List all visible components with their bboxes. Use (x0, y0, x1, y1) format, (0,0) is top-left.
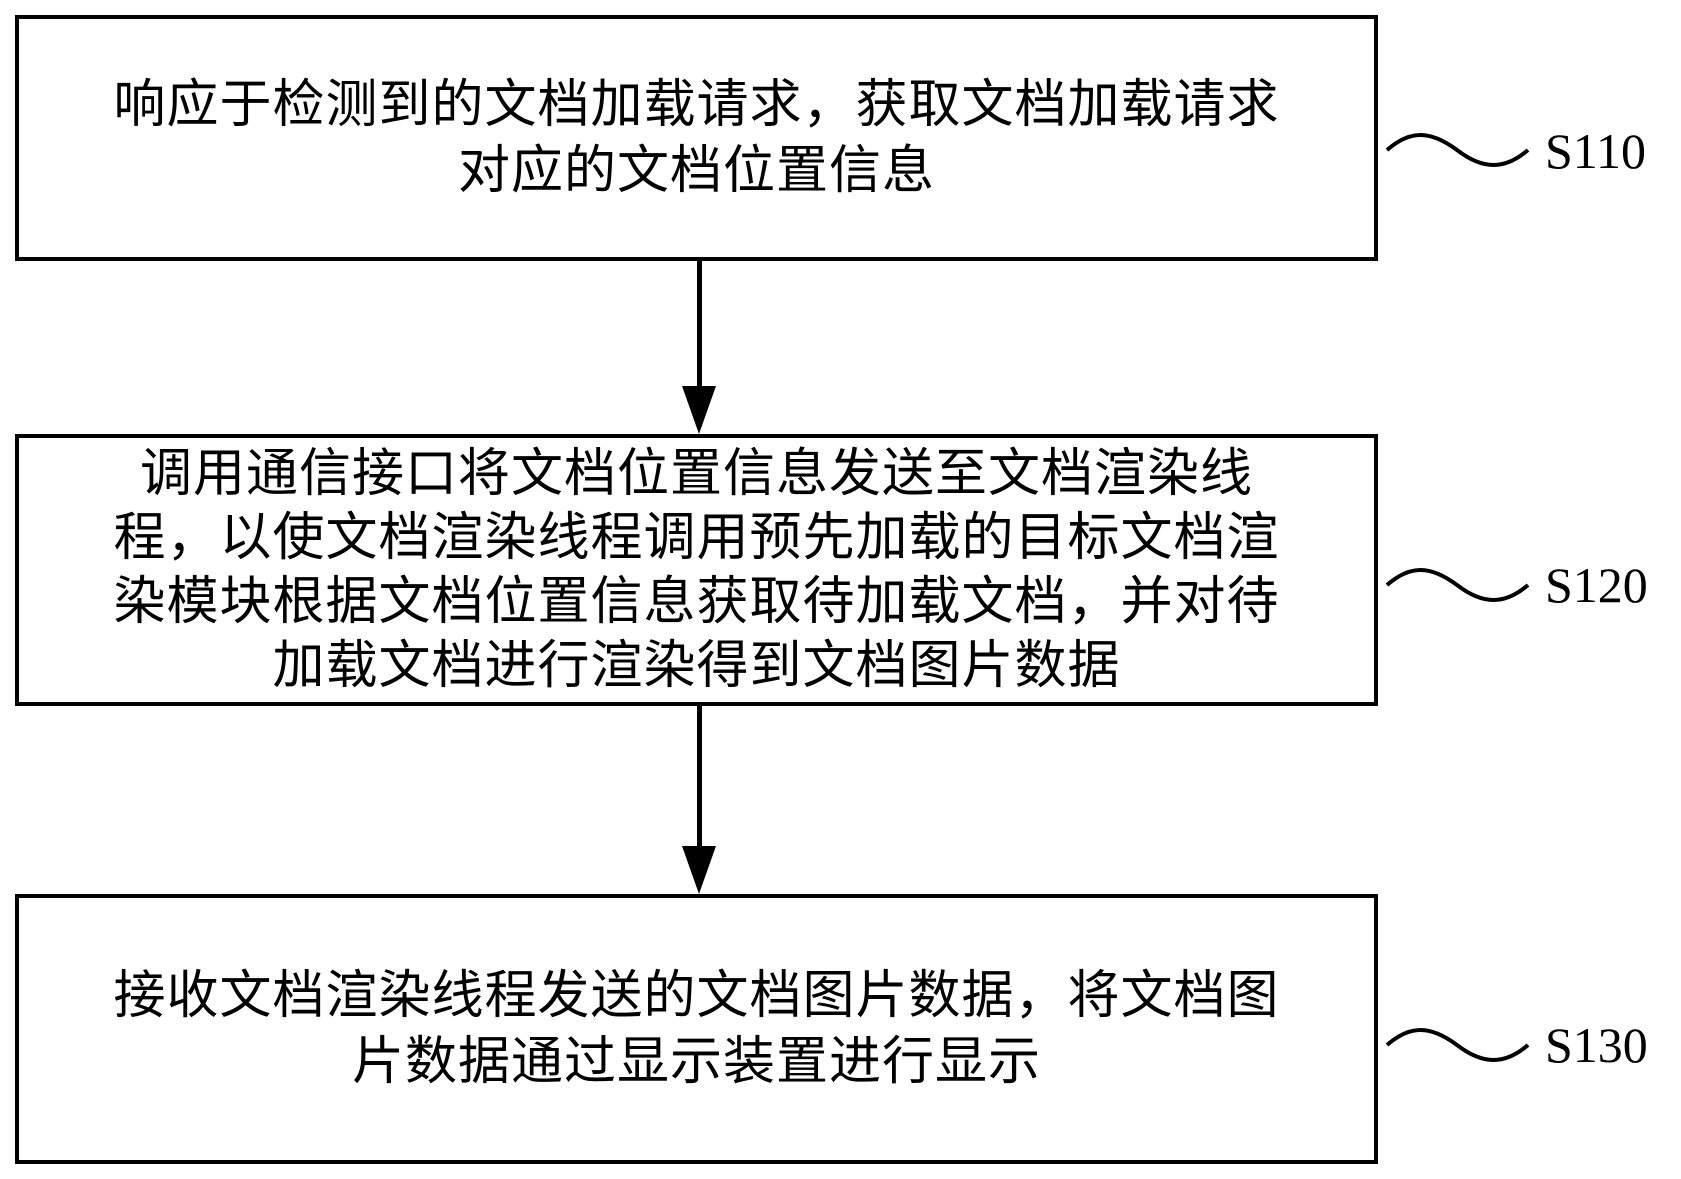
step-text-line: 对应的文档位置信息 (457, 141, 935, 201)
arrow-head-icon (682, 386, 716, 434)
step-text-line: 响应于检测到的文档加载请求，获取文档加载请求 (113, 75, 1280, 135)
flow-arrow-line (697, 706, 702, 849)
step-text-line: 程，以使文档渲染线程调用预先加载的目标文档渲 (113, 508, 1280, 568)
step-text-s120: 调用通信接口将文档位置信息发送至文档渲染线 程，以使文档渲染线程调用预先加载的目… (81, 442, 1311, 698)
step-text-s110: 响应于检测到的文档加载请求，获取文档加载请求 对应的文档位置信息 (81, 72, 1311, 204)
step-box-s130: 接收文档渲染线程发送的文档图片数据，将文档图 片数据通过显示装置进行显示 (15, 894, 1378, 1164)
leader-squiggle (1385, 133, 1530, 167)
step-text-line: 染模块根据文档位置信息获取待加载文档，并对待 (113, 572, 1280, 632)
step-label-s130: S130 (1545, 1017, 1648, 1073)
step-label-s110: S110 (1545, 123, 1646, 179)
flow-arrow-line (697, 261, 702, 389)
step-box-s110: 响应于检测到的文档加载请求，获取文档加载请求 对应的文档位置信息 (15, 15, 1378, 261)
step-text-line: 调用通信接口将文档位置信息发送至文档渲染线 (139, 444, 1253, 504)
step-box-s120: 调用通信接口将文档位置信息发送至文档渲染线 程，以使文档渲染线程调用预先加载的目… (15, 434, 1378, 706)
step-label-s120: S120 (1545, 557, 1648, 613)
step-text-line: 加载文档进行渲染得到文档图片数据 (272, 636, 1121, 696)
arrow-head-icon (682, 846, 716, 894)
step-text-line: 接收文档渲染线程发送的文档图片数据，将文档图 (113, 966, 1280, 1026)
leader-squiggle (1385, 568, 1530, 602)
step-text-s130: 接收文档渲染线程发送的文档图片数据，将文档图 片数据通过显示装置进行显示 (81, 963, 1311, 1095)
step-text-line: 片数据通过显示装置进行显示 (351, 1032, 1041, 1092)
leader-squiggle (1385, 1028, 1530, 1062)
